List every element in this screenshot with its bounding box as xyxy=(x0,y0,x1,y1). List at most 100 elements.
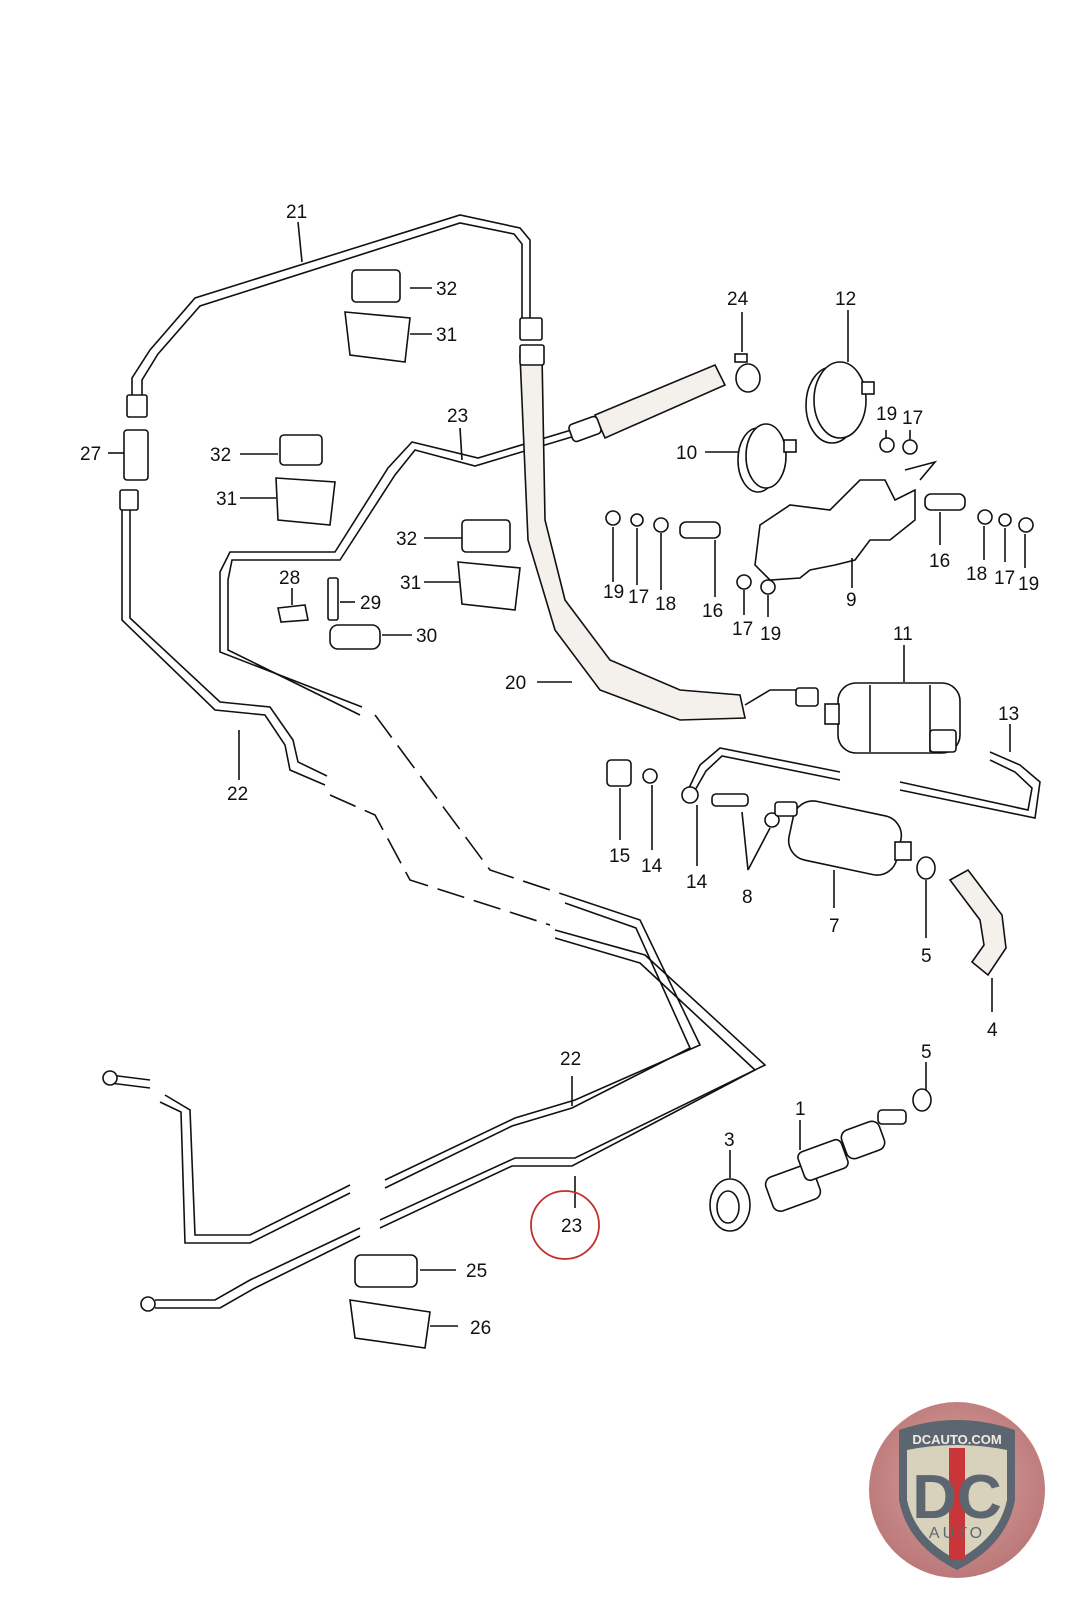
line-end-nut-upper xyxy=(102,1070,118,1086)
callout-8: 8 xyxy=(742,887,753,908)
rubber-mount-16-right[interactable] xyxy=(924,493,966,511)
callout-26: 26 xyxy=(470,1318,491,1339)
callout-25: 25 xyxy=(466,1261,487,1282)
callout-14: 14 xyxy=(686,872,708,893)
clip-32-mid[interactable] xyxy=(279,434,323,466)
callout-17: 17 xyxy=(732,619,753,640)
suction-hose[interactable] xyxy=(593,363,727,440)
callout-19: 19 xyxy=(603,582,624,603)
fuel-line-22-upper[interactable] xyxy=(121,510,328,786)
callout-17: 17 xyxy=(628,587,649,608)
callout-7: 7 xyxy=(829,916,840,937)
hose-20-outlet xyxy=(744,689,800,706)
callout-17: 17 xyxy=(994,568,1015,589)
callout-13: 13 xyxy=(998,704,1019,725)
callout-22: 22 xyxy=(227,784,248,805)
bracket-31-low[interactable] xyxy=(457,561,521,611)
callout-labels: 21 32 31 27 32 31 23 32 31 28 29 30 24 1… xyxy=(80,202,1039,1339)
washer-14b[interactable] xyxy=(681,786,699,804)
fuel-filter-11[interactable] xyxy=(795,682,961,754)
leader-lines xyxy=(108,221,1026,1327)
callout-31: 31 xyxy=(436,325,457,346)
callout-3: 3 xyxy=(724,1130,735,1151)
callout-31: 31 xyxy=(216,489,237,510)
hose-clamp-24[interactable] xyxy=(734,353,761,393)
hose-20[interactable] xyxy=(519,354,746,721)
bracket-31-mid[interactable] xyxy=(275,477,336,526)
callout-30: 30 xyxy=(416,626,437,647)
clip-30[interactable] xyxy=(329,624,381,650)
callout-20: 20 xyxy=(505,673,526,694)
callout-32: 32 xyxy=(436,279,457,300)
fuel-line-23-upper[interactable] xyxy=(219,427,579,716)
callout-5: 5 xyxy=(921,1042,932,1063)
callout-31: 31 xyxy=(400,573,421,594)
connection-dashes xyxy=(329,714,566,926)
screw-29[interactable] xyxy=(327,577,339,621)
callout-21: 21 xyxy=(286,202,307,223)
washer-14a[interactable] xyxy=(642,768,658,784)
callout-18: 18 xyxy=(655,594,676,615)
callout-27: 27 xyxy=(80,444,101,465)
callout-16: 16 xyxy=(929,551,950,572)
fuel-line-22-lower[interactable] xyxy=(109,894,702,1244)
callout-9: 9 xyxy=(846,590,857,611)
seal-ring-3[interactable] xyxy=(709,1178,751,1232)
suction-hose-fitting xyxy=(568,415,602,443)
logo-site-text: DCAUTO.COM xyxy=(912,1432,1001,1447)
fuel-line-23-lower[interactable] xyxy=(155,929,767,1309)
callout-14: 14 xyxy=(641,856,663,877)
bracket-9[interactable] xyxy=(754,479,916,581)
callout-32: 32 xyxy=(210,445,231,466)
hardware xyxy=(605,437,1034,595)
clip-32-low[interactable] xyxy=(461,519,511,553)
callout-11: 11 xyxy=(893,624,913,645)
bracket-31-top[interactable] xyxy=(344,311,411,363)
logo-stripe xyxy=(949,1448,965,1560)
hose-20-nut xyxy=(519,344,545,366)
callout-32: 32 xyxy=(396,529,417,550)
callout-15: 15 xyxy=(609,846,630,867)
hose-clamp-5a[interactable] xyxy=(916,856,936,880)
clip-28[interactable] xyxy=(277,604,309,623)
fuel-line-21[interactable] xyxy=(131,214,531,395)
clamp-10[interactable] xyxy=(737,423,797,493)
hose-clamp-5b[interactable] xyxy=(912,1088,932,1112)
highlight-circle xyxy=(530,1190,600,1260)
callout-18: 18 xyxy=(966,564,987,585)
callout-19: 19 xyxy=(760,624,781,645)
callout-5: 5 xyxy=(921,946,932,967)
callout-12: 12 xyxy=(835,289,856,310)
rubber-mount-16-left[interactable] xyxy=(679,521,721,539)
callout-22: 22 xyxy=(560,1049,581,1070)
logo-mark-text: DC xyxy=(912,1463,1002,1532)
fitting-27[interactable] xyxy=(119,394,149,511)
nut-15[interactable] xyxy=(606,759,632,787)
washer-8 xyxy=(764,812,780,828)
callout-19: 19 xyxy=(876,404,897,425)
callout-24: 24 xyxy=(727,289,749,310)
callout-10: 10 xyxy=(676,443,697,464)
fuel-line-13[interactable] xyxy=(687,747,1041,819)
line-21-nut xyxy=(519,317,543,341)
clip-25[interactable] xyxy=(354,1254,418,1288)
clip-32-top[interactable] xyxy=(351,269,401,303)
line-end-nut-lower xyxy=(140,1296,156,1312)
banjo-bolt-8[interactable] xyxy=(711,793,749,807)
clamp-12[interactable] xyxy=(805,361,875,444)
callout-29: 29 xyxy=(360,593,381,614)
callout-23: 23 xyxy=(447,406,468,427)
bracket-26[interactable] xyxy=(349,1299,431,1349)
hose-4[interactable] xyxy=(948,868,1007,977)
dcauto-logo: DCAUTO.COM DC AUTO xyxy=(867,1400,1047,1580)
callout-28: 28 xyxy=(279,568,300,589)
callout-1: 1 xyxy=(795,1099,806,1120)
fuel-pump-7[interactable] xyxy=(774,797,912,879)
inline-pump-1[interactable] xyxy=(763,1109,907,1213)
callout-19: 19 xyxy=(1018,574,1039,595)
callout-23-highlighted: 23 xyxy=(561,1216,582,1237)
callout-4: 4 xyxy=(987,1020,998,1041)
logo-sub-text: AUTO xyxy=(929,1525,985,1542)
callout-16: 16 xyxy=(702,601,723,622)
